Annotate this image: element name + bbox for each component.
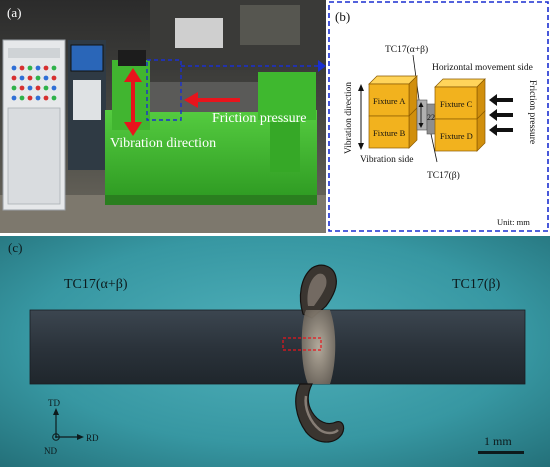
fixture-c-label: Fixture C — [440, 99, 473, 109]
td-axis-label: TD — [48, 398, 60, 408]
dimension-arrow-head-up — [418, 102, 424, 107]
vibration-direction-label: Vibration direction — [110, 136, 216, 151]
monitor-keyboard-panel — [73, 80, 101, 120]
panel-c-label: (c) — [8, 240, 22, 255]
scale-bar — [478, 451, 524, 454]
vibration-arrow-head-up — [124, 68, 142, 82]
friction-pressure-vertical-label: Friction pressure — [527, 80, 537, 144]
panel-a-label: (a) — [7, 5, 21, 20]
wall-equipment — [240, 5, 300, 45]
nd-axis-label: ND — [44, 446, 57, 456]
coordinate-axes — [52, 408, 84, 441]
nd-axis-circle — [52, 433, 60, 441]
joint-photo: (c) TC17(α+β) TC17(β) TD RD ND 1 mm — [0, 236, 550, 467]
zoom-arrowhead — [318, 60, 326, 72]
dimension-label: 22 — [427, 113, 435, 122]
fixture-c: Fixture C — [434, 78, 486, 120]
pressure-arrows — [489, 94, 513, 136]
rd-axis-label: RD — [86, 433, 99, 443]
pressure-cylinder — [258, 72, 316, 120]
fixture-a-label: Fixture A — [373, 96, 406, 106]
unit-label: Unit: mm — [497, 217, 530, 227]
pressure-arrow-head — [184, 92, 198, 108]
cabinet-door — [7, 107, 61, 205]
friction-pressure-label: Friction pressure — [212, 111, 306, 126]
motor-cap — [118, 50, 146, 66]
fixture-d: Fixture D — [434, 110, 486, 152]
vibration-axis-head-down — [358, 143, 364, 150]
fixture-schematic: (b) TC17(α+β) Horizontal movement side F… — [327, 0, 550, 233]
nd-axis-dot — [55, 436, 57, 438]
tc17-beta-label: TC17(β) — [427, 170, 460, 181]
panel-b-fixture-schematic: (b) TC17(α+β) Horizontal movement side F… — [327, 0, 550, 233]
machine-plinth — [105, 195, 317, 205]
fixture-b: Fixture B — [368, 107, 418, 149]
fixture-d-label: Fixture D — [440, 131, 473, 141]
vibration-axis-head-up — [358, 84, 364, 91]
weld-zone — [301, 310, 336, 384]
dimension-arrow-head-down — [418, 123, 424, 128]
support-column — [270, 122, 300, 172]
cabinet-buttons — [11, 65, 57, 101]
wall-panel — [175, 18, 223, 48]
fixture-b-label: Fixture B — [373, 128, 406, 138]
horizontal-movement-side-label: Horizontal movement side — [432, 63, 533, 73]
tc17-alpha-beta-label: TC17(α+β) — [385, 44, 428, 55]
fixture-table — [150, 82, 275, 112]
vibration-direction-vertical-label: Vibration direction — [344, 82, 354, 154]
machine-photo: (a) Vibration direction Friction pressur… — [0, 0, 326, 233]
left-material-label: TC17(α+β) — [64, 277, 128, 292]
vibration-side-label: Vibration side — [360, 155, 414, 165]
zoom-region-box — [146, 59, 182, 121]
scale-bar-label: 1 mm — [484, 434, 512, 448]
rd-axis-head — [77, 434, 84, 440]
panel-c-joint-photo: (c) TC17(α+β) TC17(β) TD RD ND 1 mm — [0, 236, 550, 467]
td-axis-head — [53, 408, 59, 415]
weld-flash-bottom — [295, 383, 345, 443]
right-material-label: TC17(β) — [452, 277, 501, 292]
monitor-screen — [70, 44, 104, 72]
tc17-bottom-pointer — [430, 133, 438, 163]
weld-flash-top-highlight — [307, 273, 327, 306]
panel-a-machine-photo: (a) Vibration direction Friction pressur… — [0, 0, 326, 233]
panel-b-label: (b) — [335, 9, 350, 24]
fixture-a: Fixture A — [368, 75, 418, 117]
weld-flash-bottom-highlight — [304, 395, 339, 435]
cabinet-label-plate — [8, 48, 60, 58]
vibration-arrow-head-down — [124, 122, 142, 136]
welded-specimen-bar — [29, 309, 526, 385]
